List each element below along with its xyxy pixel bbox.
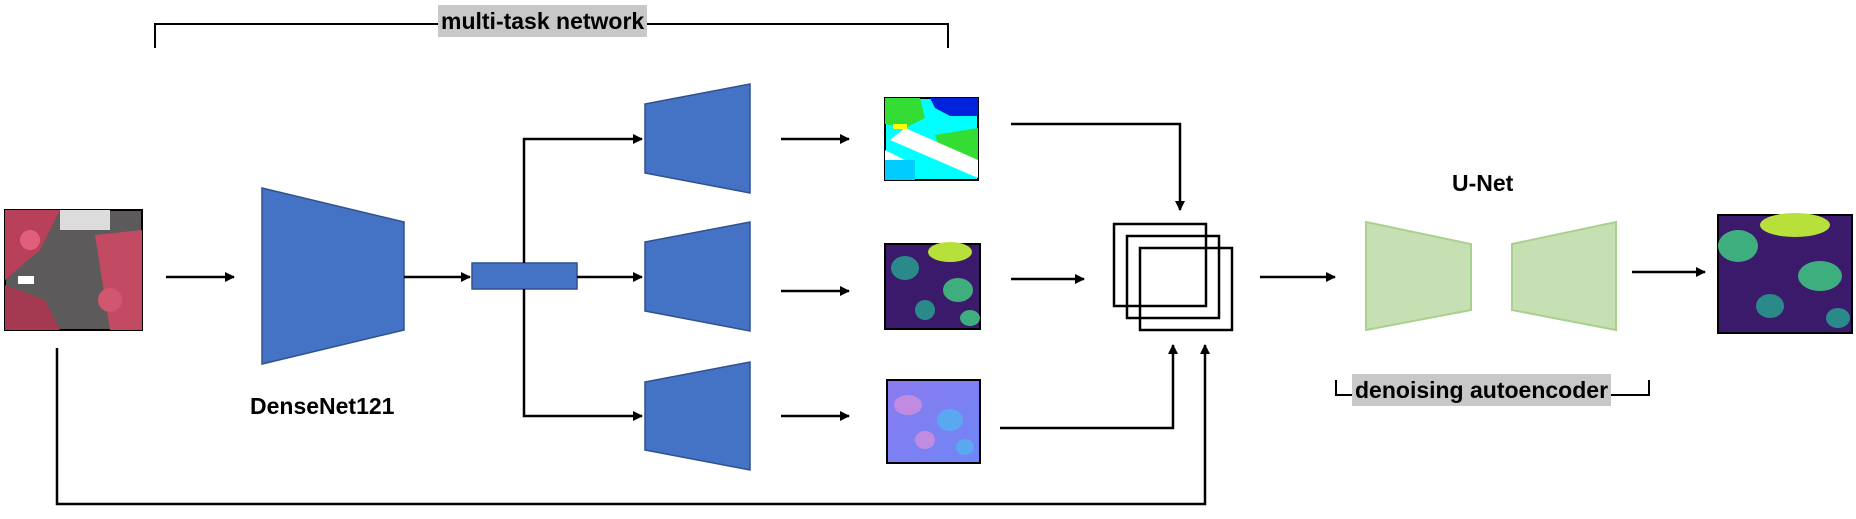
arrow-skip-input-to-stack xyxy=(55,344,1210,506)
densenet-label: DenseNet121 xyxy=(250,393,395,419)
decoder-segmentation xyxy=(644,83,751,194)
unet-decoder xyxy=(1511,220,1617,332)
densenet-encoder xyxy=(261,187,405,365)
normal-map xyxy=(886,379,981,464)
denoising-autoencoder-label: denoising autoencoder xyxy=(1352,374,1612,406)
concatenated-stack xyxy=(1112,222,1234,332)
decoder-normal xyxy=(644,361,751,471)
input-aerial-image xyxy=(4,209,143,331)
arrow-seg-to-stack xyxy=(1011,122,1185,211)
bottleneck-feature xyxy=(471,262,578,290)
refined-output-map xyxy=(1717,213,1853,334)
unet-encoder xyxy=(1365,220,1472,332)
unet-label: U-Net xyxy=(1452,170,1514,196)
branch-top xyxy=(522,134,643,263)
arrow-normal-to-stack xyxy=(1000,344,1178,430)
decoder-depth xyxy=(644,221,751,332)
multitask-network-label: multi-task network xyxy=(438,5,648,37)
depth-map xyxy=(884,242,981,330)
segmentation-map xyxy=(884,97,979,181)
branch-bottom xyxy=(522,289,643,421)
